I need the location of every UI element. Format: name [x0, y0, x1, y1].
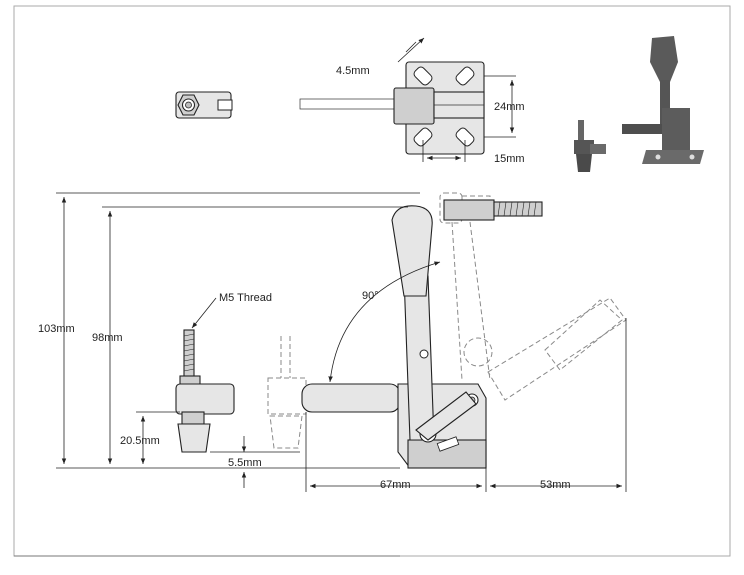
mounting-slot-icon [413, 66, 475, 147]
spindle-assembly [175, 329, 235, 453]
dimension-annotations: 103mm 98mm 20.5mm 5.5mm 67mm 53mm 90° M5… [38, 192, 627, 492]
dim-overall-height: 103mm [38, 323, 75, 335]
clamp-side-view [175, 192, 627, 469]
dim-spindle-height: 98mm [92, 332, 123, 344]
dim-hole-spacing-v: 24mm [494, 101, 525, 113]
thread-label: M5 Thread [219, 292, 272, 304]
dim-slot-width: 4.5mm [336, 65, 370, 77]
sheet-border [13, 5, 731, 557]
product-render [574, 36, 704, 172]
base-plan-view: 4.5mm 24mm 15mm [299, 37, 525, 165]
dim-base-length: 67mm [380, 479, 411, 491]
dim-angle: 90° [362, 290, 379, 302]
dim-hole-spacing-h: 15mm [494, 153, 525, 165]
dim-spindle-base: 20.5mm [120, 435, 160, 447]
spindle-end-view [175, 91, 233, 119]
dim-base-offset: 5.5mm [228, 457, 262, 469]
dim-handle-reach: 53mm [540, 479, 571, 491]
